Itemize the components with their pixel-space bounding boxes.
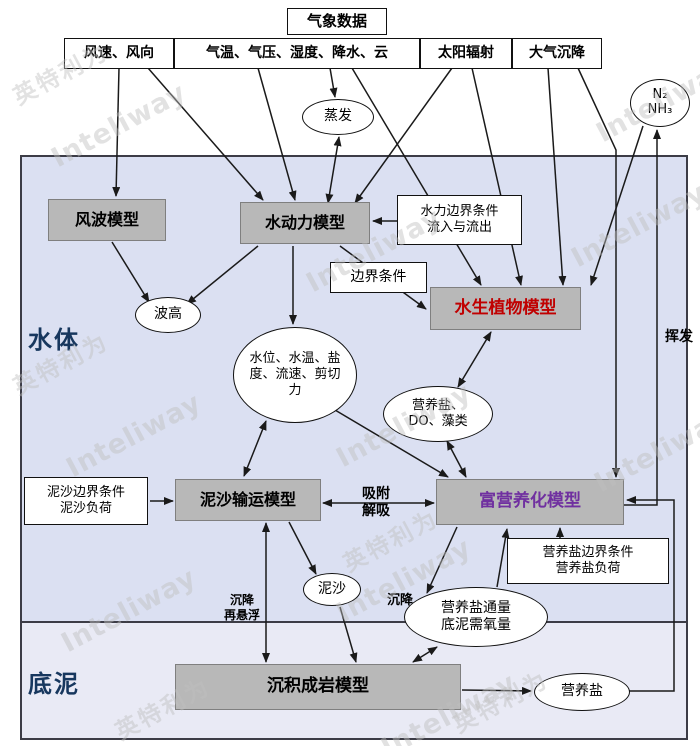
water-body-label: 水体 xyxy=(28,326,80,354)
nutrients-ellipse: 营养盐 xyxy=(534,673,630,711)
a-windwave-to-waveheight xyxy=(111,241,150,303)
met-temp-box: 气温、气压、湿度、降水、云 xyxy=(174,38,420,69)
settling-resuspension-label: 沉降 再悬浮 xyxy=(223,593,260,622)
a-temp-to-plant xyxy=(351,67,482,286)
a-sediment-to-diagenesis xyxy=(339,606,358,663)
met-wind-box: 风速、风向 xyxy=(64,38,174,69)
eutrophication-model-box: 富营养化模型 xyxy=(436,479,624,525)
met-deposition-box: 大气沉降 xyxy=(512,38,602,69)
a-eutro-to-flux-settling xyxy=(426,526,458,594)
a-n2nh3-to-plant xyxy=(589,125,644,286)
a-wind-to-windwave xyxy=(112,67,121,197)
state-variables-ellipse: 水位、水温、盐度、流速、剪切力 xyxy=(233,327,357,423)
wind-wave-model-box: 风波模型 xyxy=(48,199,166,241)
hydrodynamic-model-box: 水动力模型 xyxy=(240,202,370,244)
a-deposition-to-plant xyxy=(547,67,567,286)
diagenesis-model-box: 沉积成岩模型 xyxy=(175,664,461,710)
a-nutrients-to-eutro xyxy=(626,496,675,692)
nutrient-flux-ellipse: 营养盐通量 底泥需氧量 xyxy=(404,587,548,647)
evaporation-ellipse: 蒸发 xyxy=(302,99,374,135)
a-temp-to-evaporation xyxy=(329,67,338,98)
a-statevars-sedmodel xyxy=(243,420,267,477)
volatilization-label: 挥发 xyxy=(665,329,693,346)
sediment-ellipse: 泥沙 xyxy=(303,573,361,606)
settling-label: 沉降 xyxy=(386,592,413,608)
a-solar-to-plant xyxy=(471,67,523,286)
a-sedmodel-to-sediment xyxy=(288,521,317,575)
sediment-label: 底泥 xyxy=(28,670,80,698)
met-solar-box: 太阳辐射 xyxy=(420,38,512,69)
n2-nh3-ellipse: N₂ NH₃ xyxy=(630,79,690,127)
a-evaporation-hydro xyxy=(325,136,342,204)
a-hydro-to-waveheight xyxy=(186,245,259,305)
a-deposition-to-eutro xyxy=(577,67,620,478)
a-nutrientsdo-eutro xyxy=(446,440,467,478)
met-data-header: 气象数据 xyxy=(287,8,387,35)
a-plant-nutrientsdo xyxy=(457,331,492,388)
a-diagenesis-to-nutrients xyxy=(461,686,532,695)
a-eutro-to-n2nh3-volatilization xyxy=(624,129,661,506)
sediment-boundary-box: 泥沙边界条件 泥沙负荷 xyxy=(24,477,148,525)
aquatic-plant-model-box: 水生植物模型 xyxy=(430,287,581,330)
a-flux-to-eutro xyxy=(496,528,510,588)
a-flux-diagenesis xyxy=(412,646,438,663)
a-solar-to-hydro xyxy=(354,67,453,204)
nutrient-boundary-box: 营养盐边界条件 营养盐负荷 xyxy=(507,538,669,584)
a-wind-to-hydro xyxy=(147,67,264,201)
wave-height-ellipse: 波高 xyxy=(135,297,201,333)
hydraulic-boundary-box: 水力边界条件 流入与流出 xyxy=(397,195,522,245)
sorption-desorption-label: 吸附 解吸 xyxy=(362,485,390,520)
a-temp-to-hydro xyxy=(257,67,297,201)
sediment-transport-model-box: 泥沙输运模型 xyxy=(175,479,321,521)
nutrients-do-algae-ellipse: 营养盐、 DO、藻类 xyxy=(383,386,493,442)
boundary-conditions-box: 边界条件 xyxy=(330,262,427,293)
a-statevars-to-eutro xyxy=(334,409,449,478)
